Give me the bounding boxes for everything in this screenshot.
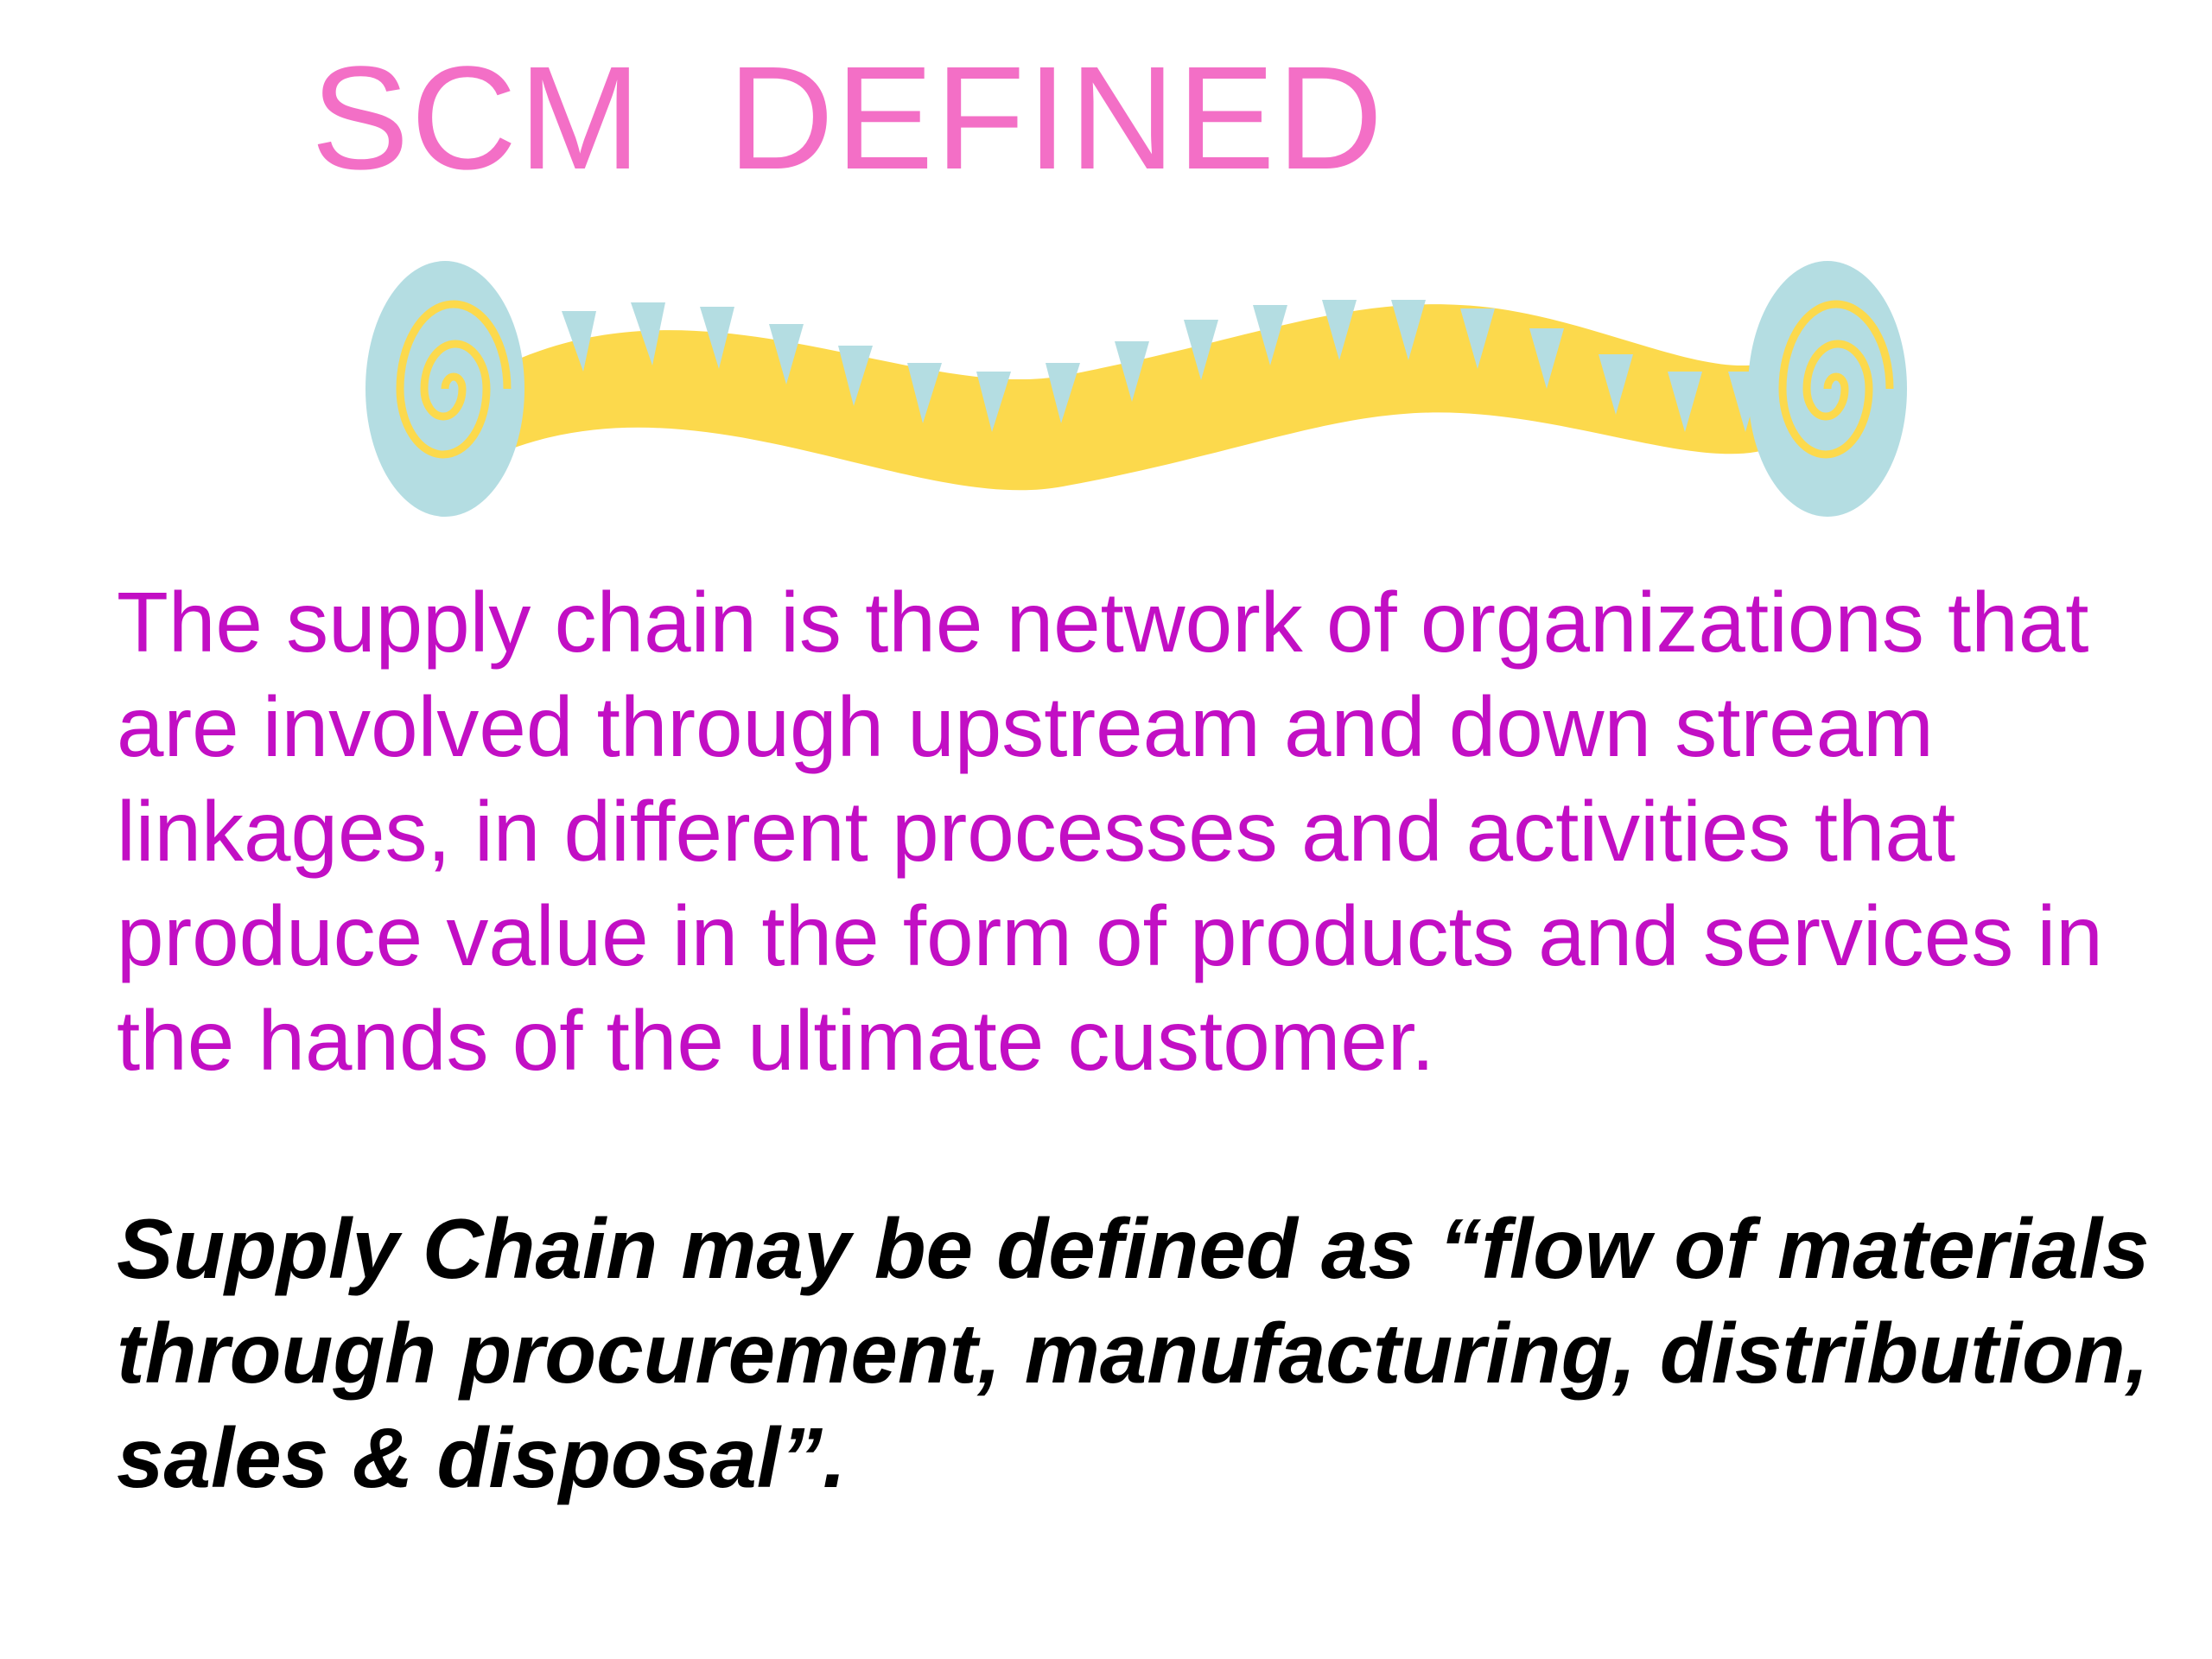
wavy-ribbon-banner-icon — [365, 261, 1907, 517]
right-spiral-end — [1748, 261, 1907, 517]
supply-chain-definition: The supply chain is the network of organ… — [117, 575, 2103, 1088]
supply-chain-quote: Supply Chain may be defined as “flow of … — [117, 1201, 2150, 1505]
ribbon-pennants — [562, 300, 1763, 432]
slide-title: SCM DEFINED — [311, 36, 1385, 200]
left-spiral-end — [365, 261, 524, 517]
ribbon-body — [510, 304, 1780, 491]
